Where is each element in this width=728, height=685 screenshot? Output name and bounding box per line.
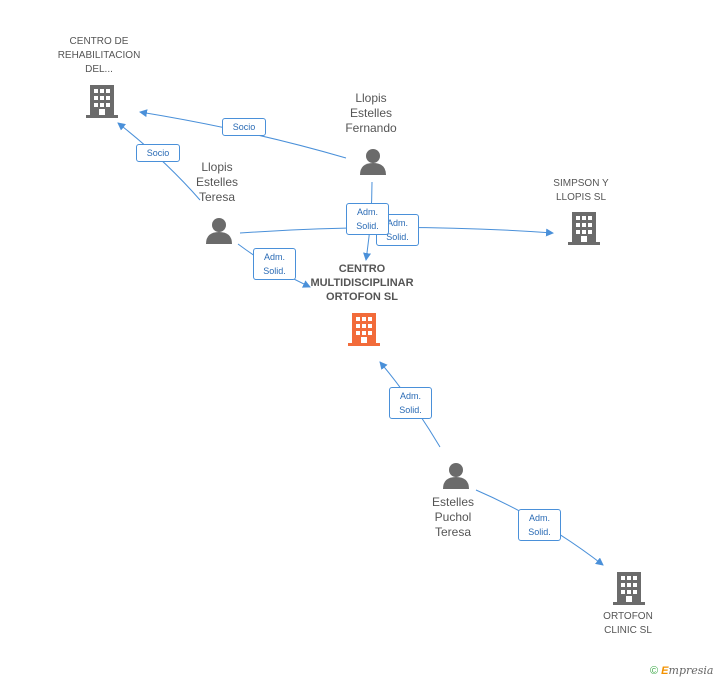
edge-label-text: Solid. [356, 221, 379, 231]
building-icon-highlighted [348, 313, 380, 346]
brand-logo-text: mpresia [668, 664, 714, 677]
building-icon [568, 212, 600, 245]
edge-label-adm-solid[interactable]: Adm. Solid. [389, 387, 432, 419]
node-label-line: SIMPSON Y [553, 178, 609, 189]
brand-logo-initial: E [661, 665, 669, 677]
node-label-line: Estelles [349, 106, 393, 120]
node-label-estelles-puchol-teresa[interactable]: Estelles Puchol Teresa [413, 495, 493, 540]
node-label-llopis-estelles-teresa[interactable]: Llopis Estelles Teresa [177, 160, 257, 205]
node-label-line: CENTRO DE [69, 36, 129, 47]
copyright-brand: © Empresia [650, 664, 713, 677]
node-label-ortofon-clinic[interactable]: ORTOFON CLINIC SL [578, 610, 678, 638]
node-label-simpson-y-llopis[interactable]: SIMPSON Y LLOPIS SL [531, 177, 631, 205]
node-label-line: ORTOFON [603, 611, 653, 622]
edge-label-text: Adm. [386, 218, 408, 228]
node-label-line: Estelles [431, 495, 475, 509]
node-label-line: REHABILITACION [57, 50, 141, 61]
node-label-line: Llopis [355, 91, 387, 105]
building-icon [86, 85, 118, 118]
node-label-centro-multidisciplinar[interactable]: CENTRO MULTIDISCIPLINAR ORTOFON SL [302, 262, 422, 304]
edge-label-adm-solid[interactable]: Adm. Solid. [518, 509, 561, 541]
person-icon [443, 463, 469, 489]
edge-label-text: Socio [232, 122, 256, 132]
edge-label-text: Solid. [386, 232, 409, 242]
node-label-line: LLOPIS SL [555, 192, 607, 203]
edge-label-text: Adm. [399, 391, 421, 401]
edge-label-text: Adm. [356, 207, 378, 217]
node-label-centro-rehabilitacion[interactable]: CENTRO DE REHABILITACION DEL... [40, 35, 158, 77]
node-label-line: Llopis [201, 160, 233, 174]
edge-label-text: Solid. [528, 527, 551, 537]
node-label-line: Fernando [345, 121, 397, 135]
node-label-line: Teresa [198, 190, 236, 204]
node-label-line: Teresa [434, 525, 472, 539]
node-label-llopis-estelles-fernando[interactable]: Llopis Estelles Fernando [331, 91, 411, 136]
edge-label-socio[interactable]: Socio [136, 144, 180, 162]
edge-label-text: Adm. [528, 513, 550, 523]
node-label-line: CENTRO [338, 263, 386, 275]
person-icon [360, 149, 386, 175]
copyright-icon: © [650, 665, 659, 677]
node-label-line: MULTIDISCIPLINAR [310, 277, 414, 289]
node-label-line: DEL... [85, 64, 113, 75]
edge-label-adm-solid[interactable]: Adm. Solid. [346, 203, 389, 235]
edge-label-text: Solid. [263, 266, 286, 276]
edge-label-text: Socio [146, 148, 170, 158]
node-label-line: Puchol [434, 510, 472, 524]
node-label-line: Estelles [195, 175, 239, 189]
person-icon [206, 218, 232, 244]
edge-label-adm-solid[interactable]: Adm. Solid. [253, 248, 296, 280]
node-label-line: CLINIC SL [604, 625, 652, 636]
edge-label-text: Adm. [263, 252, 285, 262]
edge-label-socio[interactable]: Socio [222, 118, 266, 136]
building-icon [613, 572, 645, 605]
node-label-line: ORTOFON SL [326, 291, 398, 303]
edge-label-text: Solid. [399, 405, 422, 415]
